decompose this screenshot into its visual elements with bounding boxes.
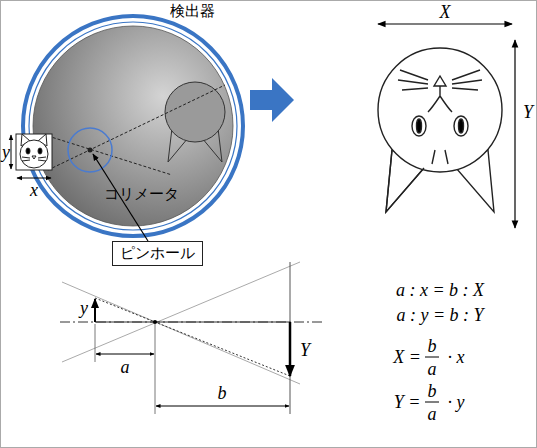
equation-term: · y (448, 393, 465, 411)
pinhole-geometry (60, 262, 322, 414)
collimator-disc: コリメータ (32, 25, 234, 227)
cat-image (378, 48, 502, 212)
block-arrow (250, 78, 294, 122)
pinhole-zoom-circle (68, 128, 112, 172)
pinhole-dot (88, 148, 93, 153)
fraction-denominator: a (428, 405, 437, 423)
part-label: 検出器 (170, 2, 215, 21)
height-dimension (514, 40, 515, 228)
inverted-cat (165, 82, 225, 162)
object-cat (16, 134, 52, 170)
proportion-equation: a : x = b : X (396, 281, 484, 299)
width-label: X (440, 3, 451, 21)
dimension-label: y (2, 143, 10, 161)
fraction-numerator: b (428, 382, 437, 400)
proportion-equation: a : y = b : Y (396, 306, 483, 324)
callout-box: ピンホール (112, 241, 203, 266)
equation-term: · x (448, 348, 465, 366)
object-height (11, 135, 12, 169)
distance-label: b (218, 384, 227, 402)
part-label: コリメータ (104, 185, 179, 204)
dimension-label: x (30, 181, 38, 199)
detector-ring: 検出器コリメータ (20, 13, 246, 239)
height-label: Y (523, 103, 533, 121)
dimension-label: Y (300, 341, 310, 359)
distance-label: a (121, 358, 130, 376)
callout-label: ピンホール (120, 244, 195, 262)
object-width (17, 178, 51, 179)
equation-term: X = (393, 348, 421, 366)
width-dimension (378, 23, 512, 24)
dimension-label: y (80, 299, 88, 317)
leader-line (93, 154, 148, 241)
fraction-bar (425, 357, 439, 402)
fraction-denominator: a (428, 360, 437, 378)
ray-lines (48, 85, 225, 175)
fraction-numerator: b (428, 337, 437, 355)
equation-term: Y = (394, 393, 421, 411)
